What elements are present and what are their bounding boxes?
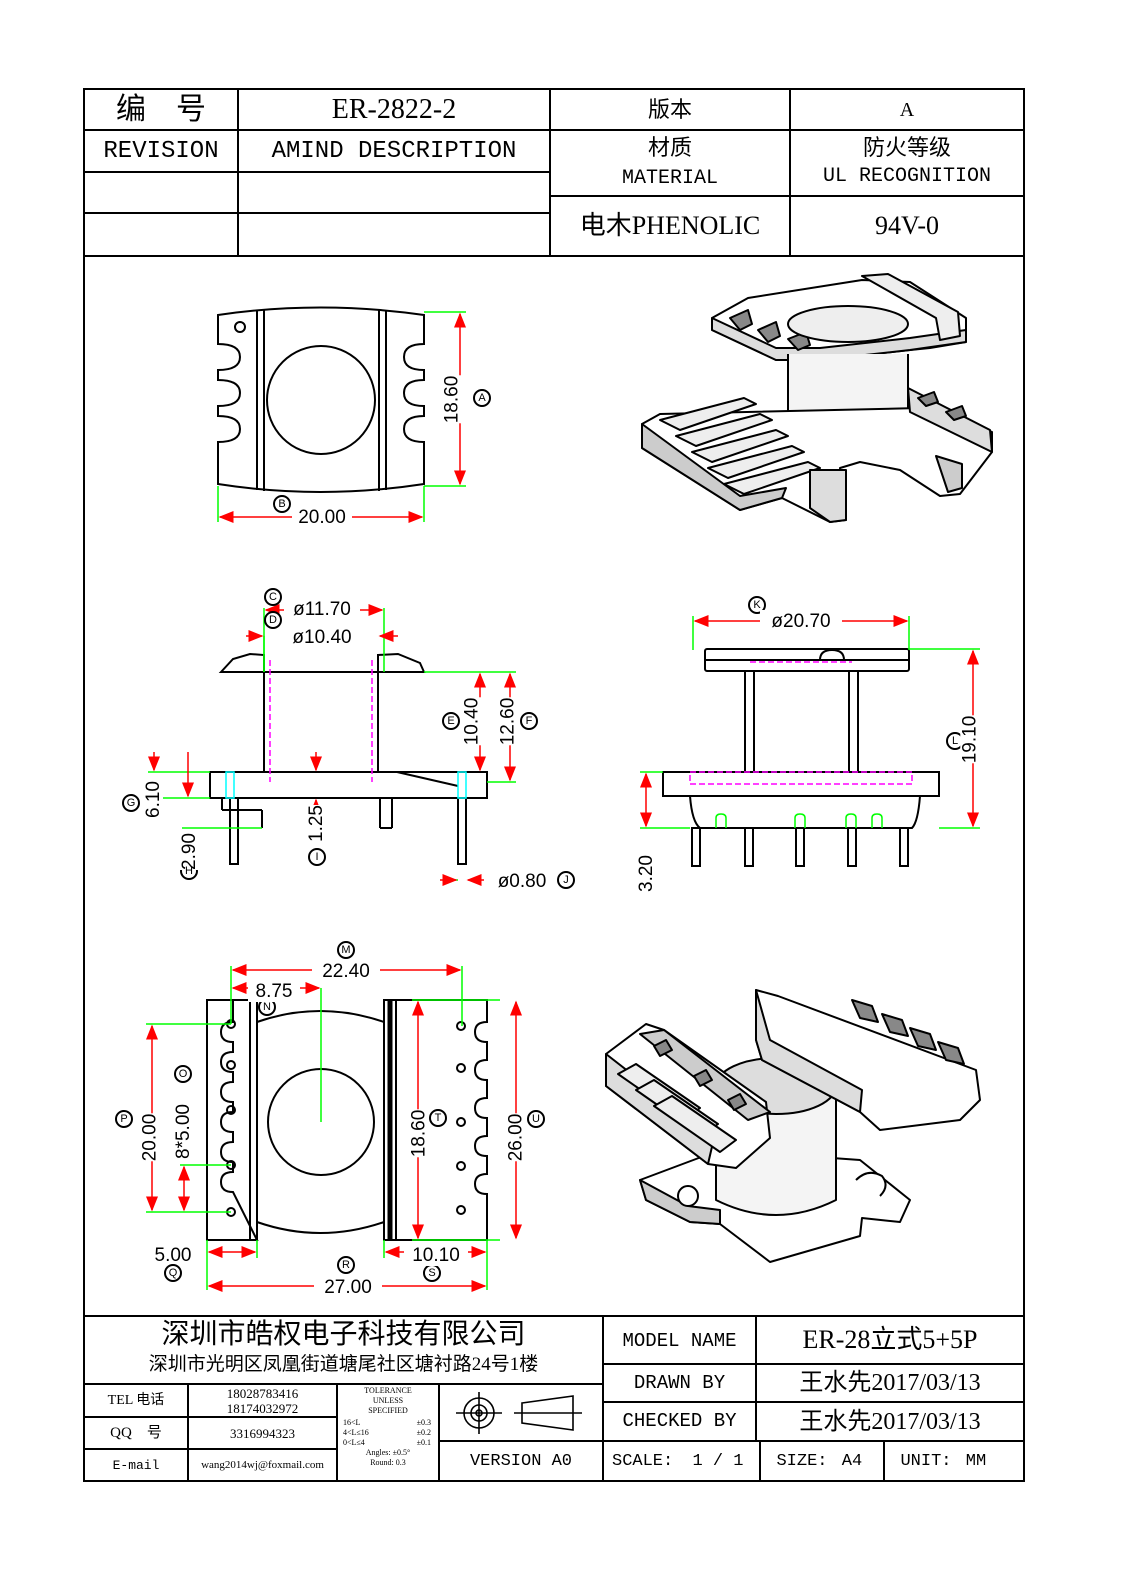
- tag-o: O: [178, 1067, 188, 1080]
- dim-bottom-w5: 10.10: [404, 1244, 468, 1266]
- tag-i: I: [315, 850, 319, 863]
- top-view: [217, 306, 425, 493]
- tag-p: P: [120, 1112, 128, 1125]
- tag-m: M: [341, 943, 351, 956]
- number-value: ER-2822-2: [331, 94, 457, 125]
- dim-top-width: 20.00: [292, 506, 352, 528]
- email-label: E-mail: [112, 1458, 160, 1473]
- unit-value: MM: [965, 1451, 987, 1471]
- drawn-value: 王水先2017/03/13: [799, 1370, 981, 1396]
- tag-n: N: [263, 1000, 271, 1013]
- tel-value-1: 18028783416: [226, 1386, 299, 1401]
- tol-value-1: ±0.3: [416, 1418, 431, 1427]
- dim-front-d1: ø11.70: [284, 598, 360, 620]
- tolerance-block: TOLERANCE UNLESS SPECIFIED 16<L ±0.3 4<L≤…: [339, 1386, 437, 1480]
- fire-value: 94V-0: [874, 211, 940, 240]
- qq-label: QQ 号: [110, 1425, 162, 1441]
- dim-bottom-w4: 27.00: [314, 1276, 382, 1298]
- model-value: ER-28立式5+5P: [802, 1325, 978, 1354]
- unit-label: UNIT:: [900, 1451, 952, 1471]
- material-label-cn: 材质: [647, 135, 692, 160]
- version-value: A: [899, 99, 915, 121]
- material-value: 电木PHENOLIC: [579, 211, 761, 240]
- size-label: SIZE:: [776, 1451, 828, 1471]
- isometric-view-bottom: [605, 989, 981, 1263]
- tag-e: E: [447, 714, 455, 727]
- tolerance-line-2: UNLESS: [372, 1396, 404, 1405]
- tag-f: F: [525, 714, 533, 727]
- tag-r: R: [342, 1258, 350, 1271]
- tag-a: A: [478, 391, 486, 404]
- tol-value-2: ±0.2: [416, 1428, 431, 1437]
- tag-j: J: [563, 873, 569, 886]
- tel-value-2: 18174032972: [226, 1401, 299, 1416]
- tol-range-3: 0<L≤4: [343, 1438, 365, 1447]
- scale-value: 1 / 1: [692, 1451, 744, 1471]
- front-view-hidden: [269, 660, 373, 782]
- material-label-en: MATERIAL: [621, 167, 718, 190]
- number-label: 编 号: [116, 93, 206, 126]
- dim-bottom-w3: 5.00: [154, 1244, 192, 1266]
- tolerance-line-1: TOLERANCE: [364, 1386, 412, 1395]
- tag-s: S: [428, 1266, 436, 1279]
- tol-angles: Angles: ±0.5°: [365, 1448, 411, 1457]
- tol-round: Round: 0.3: [370, 1458, 406, 1467]
- side-view: [662, 648, 940, 867]
- tel-values: 18028783416 18174032972: [190, 1386, 335, 1416]
- dim-side-d: ø20.70: [760, 610, 842, 632]
- side-view-hidden: [689, 661, 913, 785]
- email-value: wang2014wj@foxmail.com: [201, 1459, 324, 1471]
- tol-range-1: 16<L: [343, 1418, 361, 1427]
- dim-front-d2: ø10.40: [284, 626, 360, 648]
- scale-label: SCALE:: [612, 1451, 674, 1471]
- tag-h: H: [185, 864, 193, 877]
- tag-d: D: [269, 613, 277, 626]
- fire-label-en: UL RECOGNITION: [822, 165, 992, 188]
- tolerance-line-3: SPECIFIED: [368, 1406, 408, 1415]
- isometric-view-top: [641, 273, 993, 523]
- tag-c: C: [269, 590, 277, 603]
- size-value: A4: [841, 1451, 863, 1471]
- revision-label: REVISION: [103, 137, 219, 165]
- tag-l: L: [951, 734, 959, 747]
- qq-value: 3316994323: [230, 1426, 295, 1441]
- dim-bottom-w1: 22.40: [312, 960, 380, 982]
- company-name: 深圳市皓权电子科技有限公司: [161, 1319, 526, 1350]
- bottom-view: [206, 999, 488, 1241]
- drawn-label: DRAWN BY: [633, 1371, 726, 1394]
- version-text: VERSION A0: [469, 1451, 573, 1471]
- tag-k: K: [753, 598, 761, 611]
- bottom-view-ext: [146, 966, 500, 1290]
- amend-label: AMIND DESCRIPTION: [271, 137, 517, 165]
- dim-bottom-w2: 8.75: [248, 980, 300, 1002]
- fire-label-cn: 防火等级: [862, 135, 951, 160]
- tel-label: TEL 电话: [107, 1393, 165, 1408]
- front-view: [209, 652, 488, 865]
- version-label: 版本: [647, 97, 692, 122]
- checked-label: CHECKED BY: [622, 1410, 737, 1432]
- tag-t: T: [434, 1111, 442, 1124]
- projection-symbol-icon: [456, 1392, 582, 1434]
- tag-q: Q: [168, 1266, 178, 1279]
- model-label: MODEL NAME: [622, 1329, 737, 1352]
- checked-value: 王水先2017/03/13: [799, 1408, 981, 1435]
- tol-value-3: ±0.1: [416, 1438, 431, 1447]
- tag-g: G: [126, 796, 136, 809]
- dim-front-pin: ø0.80: [497, 870, 547, 892]
- tol-range-2: 4<L≤16: [343, 1428, 369, 1437]
- company-address: 深圳市光明区凤凰街道塘尾社区塘衬路24号1楼: [148, 1353, 539, 1375]
- tag-b: B: [278, 497, 286, 510]
- tag-u: U: [532, 1112, 540, 1125]
